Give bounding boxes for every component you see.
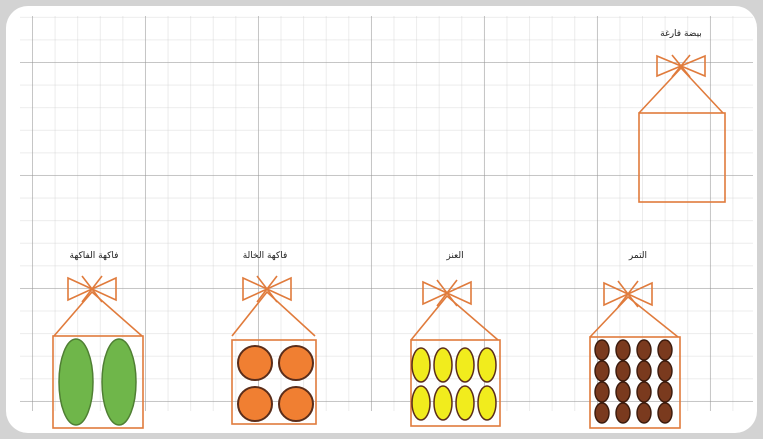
bow-icon <box>243 276 291 302</box>
bow-icon <box>423 280 471 306</box>
bag-label-dates: التمر <box>628 251 647 261</box>
bag-orange-fruit: فاكهة الخالة <box>232 251 316 424</box>
orange-fruit <box>238 387 272 421</box>
bag-label-yellow: العنز <box>445 251 463 261</box>
date-fruit <box>637 403 651 423</box>
date-fruit <box>595 340 609 360</box>
yellow-fruit <box>478 348 496 382</box>
bag-dates: التمر <box>590 251 680 428</box>
bag-neck <box>54 292 142 336</box>
date-fruit <box>637 361 651 381</box>
bag-neck <box>411 296 498 340</box>
bag-label-green: فاكهة الفاكهة <box>70 251 119 261</box>
orange-fruit <box>279 387 313 421</box>
yellow-fruit <box>434 348 452 382</box>
date-fruit <box>595 403 609 423</box>
bag-neck <box>639 68 723 113</box>
card-frame: بيضة فارغة فاكهة الفاكهة <box>6 6 757 433</box>
bow-icon <box>604 281 652 307</box>
yellow-fruit <box>456 386 474 420</box>
bag-empty: بيضة فارغة <box>639 29 725 202</box>
date-fruit-group <box>595 340 672 423</box>
date-fruit <box>637 382 651 402</box>
green-fruit <box>59 339 93 425</box>
date-fruit <box>616 361 630 381</box>
date-fruit <box>616 382 630 402</box>
date-fruit <box>658 382 672 402</box>
date-fruit <box>637 340 651 360</box>
date-fruit <box>595 361 609 381</box>
yellow-fruit <box>456 348 474 382</box>
yellow-fruit <box>412 348 430 382</box>
yellow-fruit-group <box>412 348 496 420</box>
yellow-fruit <box>478 386 496 420</box>
yellow-fruit <box>434 386 452 420</box>
bow-icon <box>657 55 705 77</box>
orange-fruit <box>238 346 272 380</box>
date-fruit <box>658 361 672 381</box>
date-fruit <box>658 403 672 423</box>
date-fruit <box>595 382 609 402</box>
bag-yellow-fruit: العنز <box>411 251 500 426</box>
bag-label-empty: بيضة فارغة <box>660 29 702 39</box>
green-fruit <box>102 339 136 425</box>
bag-box <box>639 113 725 202</box>
date-fruit <box>616 403 630 423</box>
drawing-canvas: بيضة فارغة فاكهة الفاكهة <box>6 6 757 433</box>
yellow-fruit <box>412 386 430 420</box>
orange-fruit <box>279 346 313 380</box>
date-fruit <box>616 340 630 360</box>
bag-green-fruit: فاكهة الفاكهة <box>53 251 143 428</box>
bag-label-orange: فاكهة الخالة <box>243 251 288 261</box>
bow-icon <box>68 276 116 302</box>
date-fruit <box>658 340 672 360</box>
